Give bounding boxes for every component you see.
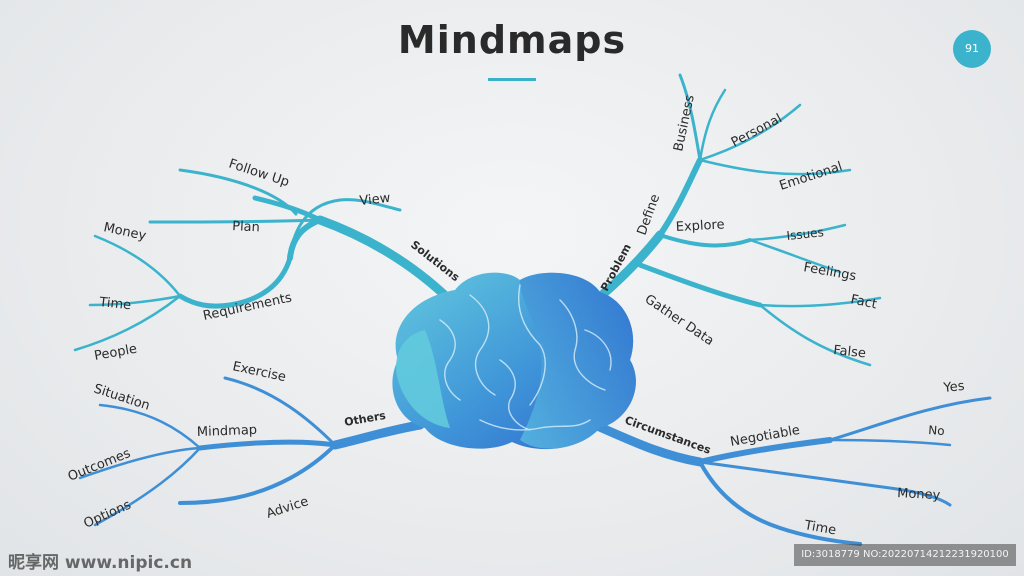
page-number-badge: 91 (953, 30, 991, 68)
label-explore: Explore (675, 217, 725, 235)
label-mindmap: Mindmap (197, 423, 258, 440)
label-issues: Issues (786, 225, 825, 243)
branch-solutions-lines (73, 168, 460, 352)
label-people: People (93, 342, 138, 364)
label-emotional: Emotional (778, 159, 845, 193)
label-solutions: Solutions (408, 238, 462, 284)
brain-illustration (392, 272, 636, 450)
label-false: False (833, 343, 867, 361)
watermark-id: ID:3018779 NO:20220714212231920100 (794, 544, 1016, 566)
branch-circumstances-lines (590, 396, 992, 546)
label-money-left: Money (102, 220, 148, 244)
label-personal: Personal (729, 111, 785, 150)
label-no: No (928, 423, 945, 438)
label-advice: Advice (265, 494, 311, 522)
label-yes: Yes (942, 379, 966, 396)
label-requirements: Requirements (202, 290, 294, 324)
branch-problem-lines (585, 73, 882, 367)
watermark-site: 昵享网 www.nipic.cn (8, 553, 193, 573)
branch-others-lines (78, 376, 425, 527)
label-feelings: Feelings (802, 260, 857, 284)
slide-title: Mindmaps (397, 18, 627, 62)
label-options: Options (82, 497, 134, 531)
label-outcomes: Outcomes (66, 446, 133, 485)
label-fact: Fact (849, 292, 878, 312)
label-plan: Plan (232, 219, 260, 235)
label-money-right: Money (897, 486, 941, 503)
label-others: Others (343, 409, 387, 429)
label-time-left: Time (98, 295, 132, 313)
label-view: View (359, 191, 392, 209)
label-time-right: Time (802, 518, 837, 538)
label-gather-data: Gather Data (642, 292, 717, 349)
title-underline (488, 78, 536, 81)
label-follow-up: Follow Up (227, 157, 291, 191)
